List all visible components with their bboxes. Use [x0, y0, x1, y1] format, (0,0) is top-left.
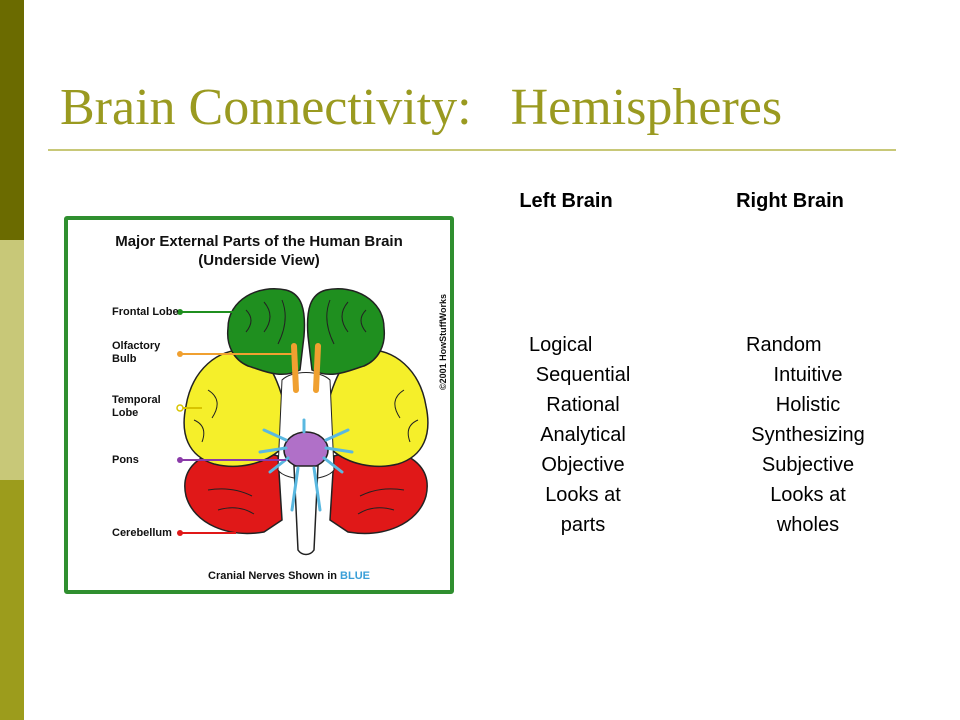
slide-title: Brain Connectivity: Hemispheres [60, 79, 783, 136]
list-item: Looks at [545, 484, 621, 506]
list-item: Rational [546, 394, 620, 416]
figure-caption: Cranial Nerves Shown in BLUE [208, 570, 370, 582]
frontal-lobe-right [306, 288, 386, 375]
temporal-lobe-left [183, 349, 283, 468]
label-pons: Pons [112, 454, 139, 466]
right-brain-list: Random Intuitive Holistic Synthesizing S… [718, 330, 898, 540]
list-item: Objective [541, 454, 625, 476]
list-item: Synthesizing [751, 424, 865, 446]
label-cerebellum: Cerebellum [112, 527, 172, 539]
right-brain-heading: Right Brain [736, 190, 844, 212]
temporal-lobe-right [329, 349, 429, 468]
label-olfactory-bulb: Olfactory Bulb [112, 340, 161, 365]
left-brain-heading: Left Brain [519, 190, 613, 212]
brain-illustration [176, 288, 429, 556]
label-temporal-lobe: Temporal Lobe [112, 394, 161, 419]
list-item: Holistic [775, 394, 841, 416]
brain-stem [293, 465, 319, 556]
list-item: Analytical [540, 424, 626, 446]
sidebar-band-middle [0, 240, 24, 480]
copyright-text: ©2001 HowStuffWorks [438, 294, 448, 390]
list-item: Looks at [770, 484, 846, 506]
pons [283, 431, 329, 469]
sidebar-band-bottom [0, 480, 24, 720]
list-item: Logical [529, 334, 593, 356]
list-item: Subjective [761, 454, 855, 476]
frontal-lobe-left [226, 288, 306, 375]
brain-diagram-figure: Major External Parts of the Human Brain … [64, 216, 454, 594]
figure-title-line1: Major External Parts of the Human Brain [115, 233, 403, 250]
title-divider [48, 149, 896, 151]
list-item: parts [560, 514, 606, 536]
sidebar-band-top [0, 0, 24, 240]
cranial-nerves [258, 418, 354, 512]
label-frontal-lobe: Frontal Lobe [112, 306, 179, 318]
figure-title-line2: (Underside View) [198, 252, 320, 269]
olfactory-bulb-left [291, 343, 299, 393]
caption-highlight: BLUE [340, 570, 370, 582]
list-item: wholes [776, 514, 840, 536]
list-item: Sequential [535, 364, 631, 386]
figure-title: Major External Parts of the Human Brain … [68, 232, 450, 270]
olfactory-bulb-right [313, 343, 321, 393]
list-item: Random [746, 334, 822, 356]
left-brain-list: Logical Sequential Rational Analytical O… [493, 330, 673, 540]
list-item: Intuitive [773, 364, 843, 386]
